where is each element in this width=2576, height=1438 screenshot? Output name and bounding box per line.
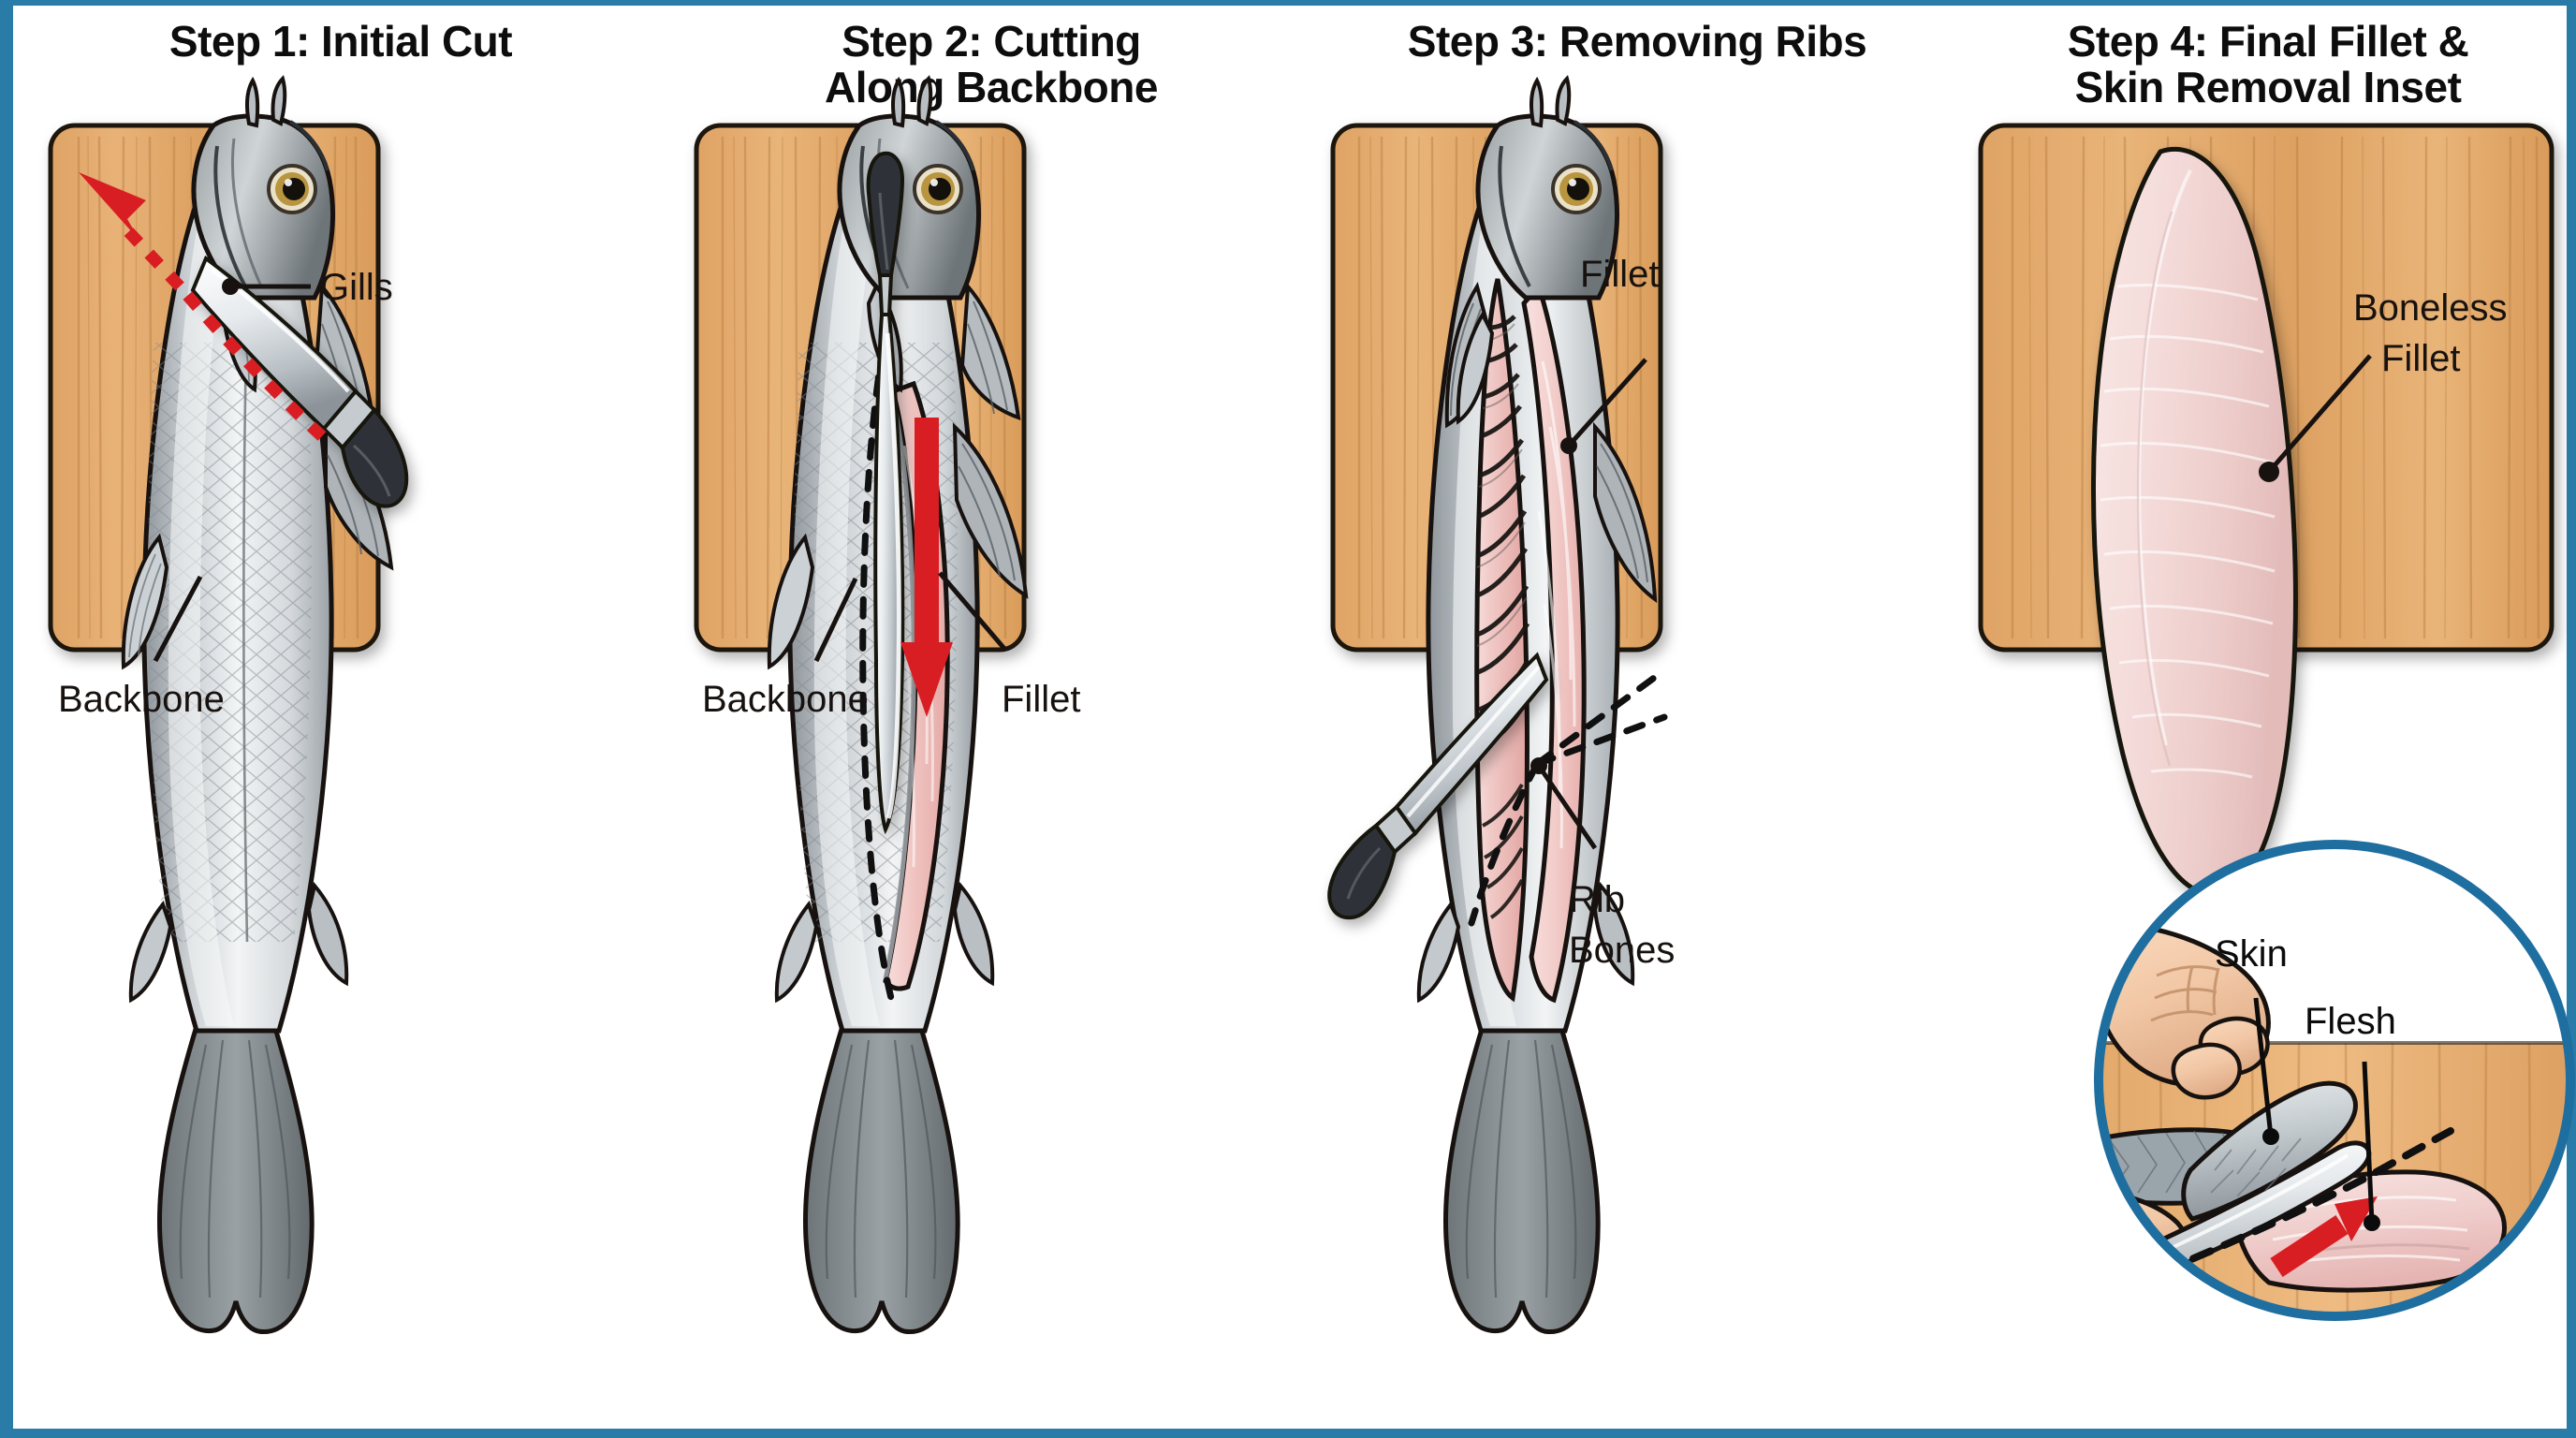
panel-step-1: Step 1: Initial Cut: [13, 6, 668, 1429]
fish-open-ribcage: [1416, 75, 1668, 1335]
skin-flap: [2181, 1080, 2358, 1222]
panel-4-title: Step 4: Final Fillet & Skin Removal Inse…: [1960, 19, 2576, 110]
cut-direction-arrow: [79, 172, 327, 441]
panel-3-stage: Fillet Rib Bones: [1314, 6, 1960, 1429]
anal-fin: [1416, 900, 1461, 1004]
arrow-head: [900, 642, 953, 717]
label-fillet-text: Fillet: [1580, 254, 1659, 295]
arrow-head: [2334, 1196, 2378, 1241]
label-rib-bones-line-2: Bones: [1569, 930, 1675, 971]
label-flesh: Flesh: [2305, 1001, 2396, 1231]
label-rib-bones: Rib Bones: [1530, 757, 1675, 971]
label-backbone: Backbone: [58, 575, 225, 720]
label-boneless-line-2: Fillet: [2381, 338, 2460, 379]
label-backbone-text: Backbone: [702, 679, 869, 720]
label-boneless-line-1: Boneless: [2353, 287, 2508, 329]
dorsal-fin-front: [959, 282, 1021, 420]
inset-direction-arrow: [2270, 1196, 2378, 1278]
label-skin-text: Skin: [2215, 933, 2288, 975]
fish-eye: [913, 164, 963, 214]
label-gills-text: Gills: [320, 267, 393, 308]
rear-dorsal-fin: [1592, 881, 1635, 987]
fish-tail: [802, 1023, 960, 1335]
panel-4-stage: Boneless Fillet: [1960, 6, 2576, 1429]
inset-ring: [2094, 840, 2575, 1321]
cut-direction-arrow: [900, 418, 953, 717]
fish-whole: [121, 75, 394, 1335]
backbone-cut-line: [859, 311, 897, 1009]
knife-handle: [866, 151, 905, 277]
panel-2-stage: Backbone Fillet: [668, 6, 1314, 1429]
fish-tail: [156, 1023, 315, 1335]
panel-1-stage: Gills Backbone: [13, 6, 668, 1429]
knife: [866, 151, 905, 835]
anal-fin: [128, 900, 173, 1004]
arrow-head: [79, 172, 146, 242]
panel-2-title-line-2: Along Backbone: [825, 62, 1158, 111]
panel-3-title: Step 3: Removing Ribs: [1314, 19, 1960, 65]
skin-removal-inset: Skin Flesh: [2094, 840, 2575, 1321]
rib-separation-lines: [1468, 667, 1668, 927]
panel-1-title-line-1: Step 1: Initial Cut: [168, 17, 513, 66]
pelvic-fin: [767, 533, 815, 670]
panel-step-4: Step 4: Final Fillet & Skin Removal Inse…: [1960, 6, 2576, 1429]
dorsal-fin-rear: [1593, 421, 1658, 604]
label-flesh-text: Flesh: [2305, 1001, 2396, 1042]
panel-step-3: Step 3: Removing Ribs: [1314, 6, 1960, 1429]
skin-flesh-line: [2159, 1127, 2454, 1275]
knife-handle: [340, 406, 409, 508]
panel-step-2: Step 2: Cutting Along Backbone: [668, 6, 1314, 1429]
knife: [190, 255, 409, 508]
label-fillet: Fillet: [1560, 254, 1659, 454]
fish-tail: [1442, 1023, 1601, 1335]
label-boneless-fillet: Boneless Fillet: [2259, 287, 2508, 482]
label-fillet: Fillet: [938, 571, 1080, 720]
rear-dorsal-fin: [306, 881, 349, 987]
pectoral-fin: [1456, 310, 1495, 425]
label-gills: Gills: [222, 267, 393, 308]
label-fillet-text: Fillet: [1002, 679, 1080, 720]
panel-4-title-line-2: Skin Removal Inset: [2074, 62, 2462, 111]
fish-eye: [1551, 164, 1602, 214]
label-rib-bones-line-1: Rib: [1569, 879, 1625, 920]
anal-fin: [774, 900, 819, 1004]
finger-2: [2171, 1042, 2242, 1100]
panel-1-title: Step 1: Initial Cut: [13, 19, 668, 65]
panel-4-title-line-1: Step 4: Final Fillet &: [2067, 17, 2469, 66]
pelvic-fin: [121, 533, 169, 670]
panel-2-title: Step 2: Cutting Along Backbone: [668, 19, 1314, 110]
label-skin: Skin: [2215, 933, 2288, 1145]
label-backbone-text: Backbone: [58, 679, 225, 720]
fish-eye: [267, 164, 317, 214]
panel-3-title-line-1: Step 3: Removing Ribs: [1407, 17, 1867, 66]
label-backbone: Backbone: [702, 577, 869, 720]
knife: [1327, 652, 1549, 920]
panel-2-title-line-1: Step 2: Cutting: [842, 17, 1141, 66]
rear-dorsal-fin: [952, 881, 995, 987]
knife-bolster: [877, 273, 894, 316]
dorsal-fin-rear: [952, 422, 1029, 599]
gill-plate: [213, 145, 247, 287]
